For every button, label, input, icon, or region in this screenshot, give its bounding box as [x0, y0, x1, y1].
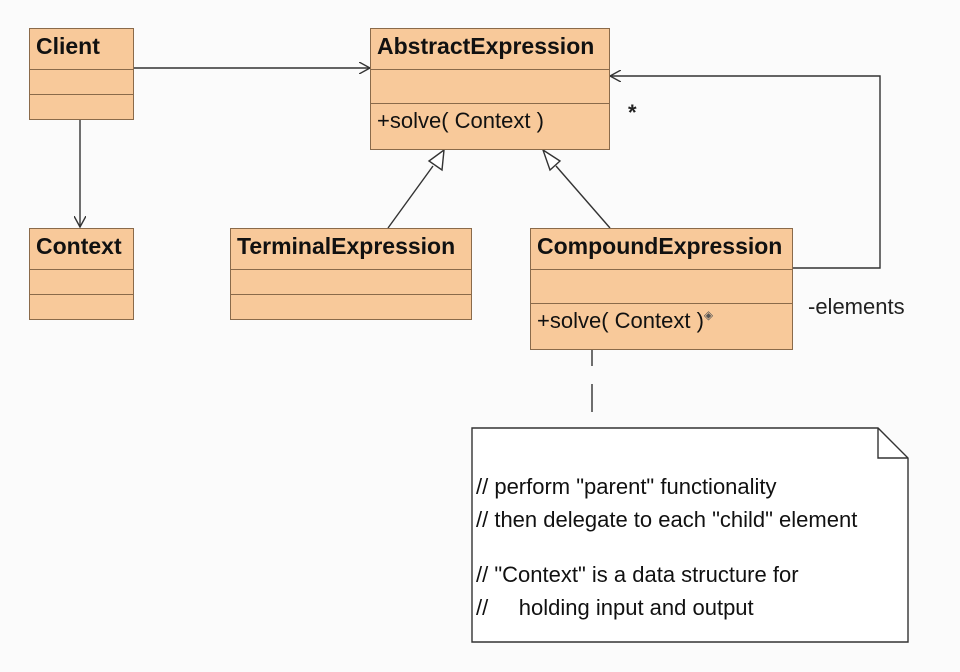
class-abstract-expression-operations: +solve( Context ): [371, 103, 609, 149]
terminal-generalization-line: [387, 165, 434, 229]
note-link-icon: ◈: [703, 308, 714, 322]
class-client-operations: [30, 94, 133, 119]
class-context-operations: [30, 294, 133, 319]
note-line-4: // holding input and output: [476, 595, 754, 620]
class-context-name: Context: [36, 233, 122, 259]
elements-aggregation-line: [610, 76, 881, 269]
class-terminal-expression-attributes: [231, 269, 471, 294]
multiplicity-label: *: [628, 100, 637, 125]
compound-solve-operation: +solve( Context )◈: [531, 304, 792, 334]
class-abstract-expression-name: AbstractExpression: [377, 33, 595, 59]
class-client-name: Client: [36, 33, 100, 59]
class-compound-expression-attributes: [531, 269, 792, 303]
class-client-attributes: [30, 69, 133, 94]
class-compound-expression-operations: +solve( Context )◈: [531, 303, 792, 349]
class-terminal-expression: TerminalExpression: [230, 228, 472, 320]
note-text: // perform "parent" functionality // the…: [476, 470, 857, 624]
class-terminal-expression-name: TerminalExpression: [237, 233, 456, 259]
note-folded-corner: [877, 428, 908, 459]
class-abstract-expression-attributes: [371, 69, 609, 103]
note-line-3: // "Context" is a data structure for: [476, 562, 799, 587]
class-terminal-expression-operations: [231, 294, 471, 319]
note-line-1: // perform "parent" functionality: [476, 474, 777, 499]
compound-generalization-line: [555, 165, 611, 229]
note-outline: [471, 427, 909, 643]
class-context-attributes: [30, 269, 133, 294]
class-client: Client: [29, 28, 134, 120]
note-line-2: // then delegate to each "child" element: [476, 507, 858, 532]
compound-solve-operation-text: +solve( Context ): [537, 308, 704, 333]
note-spacer: [476, 536, 857, 558]
class-abstract-expression: AbstractExpression +solve( Context ): [370, 28, 610, 150]
abstract-solve-operation: +solve( Context ): [377, 108, 544, 133]
compound-generalization-arrowhead: [541, 148, 562, 172]
class-compound-expression-name: CompoundExpression: [537, 233, 783, 259]
class-compound-expression: CompoundExpression +solve( Context )◈: [530, 228, 793, 350]
terminal-generalization-arrowhead: [427, 148, 445, 172]
role-label-elements: -elements: [808, 294, 905, 319]
class-context: Context: [29, 228, 134, 320]
